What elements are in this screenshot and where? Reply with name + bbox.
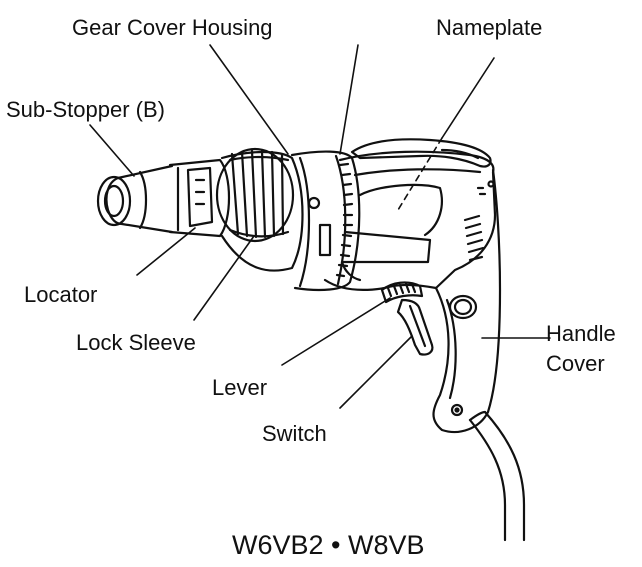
leader-lock-sleeve <box>193 235 255 321</box>
label-handle: Handle <box>546 321 616 346</box>
label-switch: Switch <box>262 421 327 446</box>
locator <box>168 158 231 238</box>
leader-lines <box>89 44 551 409</box>
leader-gear-cover-housing-2 <box>339 44 359 155</box>
label-sub-stopper: Sub-Stopper (B) <box>6 97 165 122</box>
handle-cover <box>432 168 502 434</box>
reverse-lever <box>380 281 424 304</box>
label-gear-cover-housing: Gear Cover Housing <box>72 15 273 40</box>
switch-trigger <box>396 298 434 356</box>
leader-gear-cover-housing <box>209 44 289 155</box>
leader-nameplate-dashed <box>397 137 443 211</box>
leader-switch <box>339 335 413 409</box>
label-lock-sleeve: Lock Sleeve <box>76 330 196 355</box>
lock-sleeve <box>215 147 304 272</box>
leader-locator <box>136 227 196 276</box>
leader-nameplate <box>441 57 495 139</box>
model-number: W6VB2 • W8VB <box>232 530 425 560</box>
gear-cover-housing <box>290 150 361 292</box>
power-cord <box>468 410 526 542</box>
leader-sub-stopper <box>89 124 135 177</box>
label-lever: Lever <box>212 375 268 400</box>
label-locator: Locator <box>24 282 98 307</box>
label-nameplate: Nameplate <box>436 15 543 40</box>
leader-lever <box>281 297 391 366</box>
sub-stopper <box>96 164 174 234</box>
label-cover: Cover <box>546 351 605 376</box>
